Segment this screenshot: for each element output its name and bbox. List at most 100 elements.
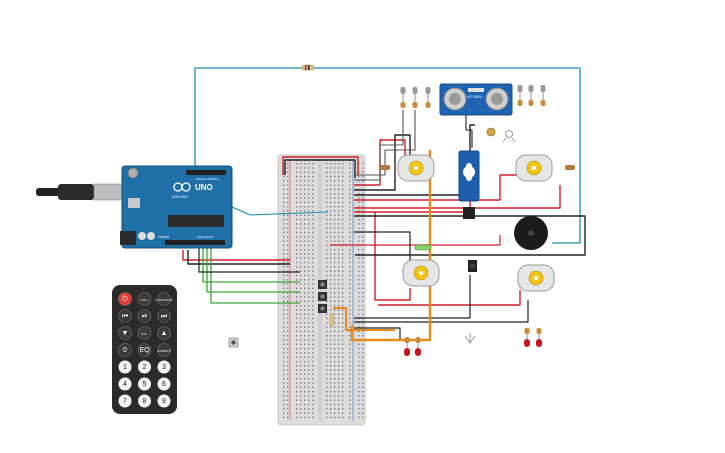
remote-prev-button[interactable]: ⏮ — [118, 309, 132, 323]
motor-group — [397, 154, 555, 292]
remote-6-button[interactable]: 6 — [157, 377, 171, 391]
led-red[interactable] — [415, 337, 421, 356]
led-red[interactable] — [536, 328, 542, 347]
piezo-sensor-icon[interactable] — [502, 130, 516, 143]
wire-black — [284, 159, 356, 178]
breadboard-center-gap — [318, 160, 322, 420]
dc-motor[interactable] — [402, 259, 440, 287]
usb-cable — [36, 183, 123, 201]
led-group — [400, 87, 431, 108]
led[interactable] — [425, 87, 431, 108]
led[interactable] — [528, 85, 534, 106]
dc-motor[interactable] — [515, 154, 553, 182]
remote-vol-up-button[interactable]: VOL+ — [137, 292, 152, 306]
remote-play-pause-button-label: ⏯ — [142, 313, 148, 320]
wire-red — [182, 250, 290, 261]
pushbutton[interactable] — [228, 337, 239, 348]
digital-header-label: DIGITAL (PWM~) — [196, 177, 219, 181]
photoresistor[interactable] — [486, 127, 496, 137]
remote-down-button-label: ▼ — [122, 330, 129, 337]
crystal-icon — [468, 88, 484, 92]
pushbutton[interactable] — [318, 292, 327, 301]
remote-6-button-label: 6 — [162, 381, 166, 388]
resistor[interactable] — [301, 64, 315, 71]
resistor[interactable] — [380, 165, 390, 170]
led[interactable] — [517, 85, 523, 106]
pushbutton[interactable] — [318, 304, 327, 313]
digital-header — [186, 170, 226, 175]
remote-vol-down-button[interactable]: VOL- — [137, 326, 152, 340]
wire-black — [465, 110, 473, 148]
ir-receiver[interactable] — [468, 260, 477, 272]
analog-header — [165, 240, 225, 245]
led-red[interactable] — [404, 337, 410, 356]
remote-next-button-label: ⏭ — [161, 313, 168, 320]
led-red[interactable] — [524, 328, 530, 347]
led[interactable] — [400, 87, 406, 108]
wire-black — [354, 231, 411, 262]
arduino-uno-board[interactable]: UNO ARDUINO POWER ANALOG IN DIGITAL (PWM… — [120, 165, 233, 249]
led[interactable] — [540, 85, 546, 106]
wire-black — [354, 327, 401, 340]
remote-eq-button[interactable]: EQ — [137, 343, 152, 357]
remote-power-button[interactable]: ⏻ — [118, 292, 132, 306]
resistor[interactable] — [414, 244, 432, 251]
wire-teal-signal — [231, 206, 329, 216]
remote-down-button[interactable]: ▼ — [118, 326, 132, 340]
remote-8-button-label: 8 — [143, 398, 147, 405]
led[interactable] — [412, 87, 418, 108]
remote-up-button[interactable]: ▲ — [157, 326, 171, 340]
wire-black — [354, 215, 586, 256]
breadboard-holes — [283, 163, 364, 419]
power-header-label: POWER — [158, 235, 170, 239]
wire-red — [354, 185, 561, 209]
remote-up-button-label: ▲ — [161, 330, 168, 337]
remote-prev-button-label: ⏮ — [122, 313, 128, 320]
remote-st-rept-button[interactable]: ST/REPT — [157, 343, 171, 357]
remote-vol-up-button-label: VOL+ — [141, 298, 149, 302]
remote-9-button[interactable]: 9 — [157, 394, 171, 408]
remote-4-button[interactable]: 4 — [118, 377, 132, 391]
remote-2-button-label: 2 — [143, 364, 147, 371]
remote-5-button[interactable]: 5 — [138, 377, 151, 391]
remote-3-button-label: 3 — [162, 364, 166, 371]
wire-green — [210, 243, 300, 304]
reset-button[interactable] — [127, 167, 139, 179]
remote-1-button[interactable]: 1 — [118, 360, 132, 374]
piezo-buzzer[interactable] — [514, 216, 548, 250]
remote-5-button-label: 5 — [143, 381, 147, 388]
wire-gray — [354, 110, 416, 176]
remote-7-button[interactable]: 7 — [118, 394, 132, 408]
dc-motor[interactable] — [517, 264, 555, 292]
ultrasonic-model-label: HC-SR04 — [467, 95, 482, 99]
wires — [182, 67, 586, 342]
remote-9-button-label: 9 — [162, 398, 166, 405]
resistor[interactable] — [329, 313, 335, 327]
remote-next-button[interactable]: ⏭ — [157, 309, 171, 323]
dc-motor[interactable] — [397, 154, 435, 182]
remote-0-button[interactable]: 0 — [118, 343, 132, 357]
capacitor-icon — [138, 232, 146, 240]
tilt-sensor-icon[interactable] — [464, 333, 476, 344]
ir-remote[interactable]: ⏻ VOL+ FUNC/STOP ⏮ ⏯ ⏭ ▼ VOL- ▲ 0 EQ ST/REPT 1 2 3 4 5 6 7… — [112, 285, 177, 414]
remote-4-button-label: 4 — [123, 381, 127, 388]
remote-st-rept-button-label: ST/REPT — [158, 349, 171, 353]
wire-gray — [354, 110, 404, 181]
pushbutton[interactable] — [318, 280, 327, 289]
usb-port — [128, 198, 140, 208]
remote-power-button-label: ⏻ — [122, 295, 128, 303]
remote-8-button[interactable]: 8 — [138, 394, 151, 408]
remote-0-button-label: 0 — [123, 347, 127, 354]
servo-motor[interactable] — [458, 150, 480, 219]
ultrasonic-sensor[interactable]: HC-SR04 — [439, 83, 513, 116]
board-model-label: UNO — [195, 183, 213, 192]
resistor[interactable] — [565, 165, 575, 170]
breadboard[interactable] — [277, 154, 366, 426]
remote-2-button[interactable]: 2 — [138, 360, 151, 374]
remote-3-button[interactable]: 3 — [157, 360, 171, 374]
remote-func-stop-button-label: FUNC/STOP — [155, 298, 172, 302]
remote-play-pause-button[interactable]: ⏯ — [137, 309, 152, 323]
remote-func-stop-button[interactable]: FUNC/STOP — [155, 292, 173, 306]
led-group — [404, 328, 542, 356]
